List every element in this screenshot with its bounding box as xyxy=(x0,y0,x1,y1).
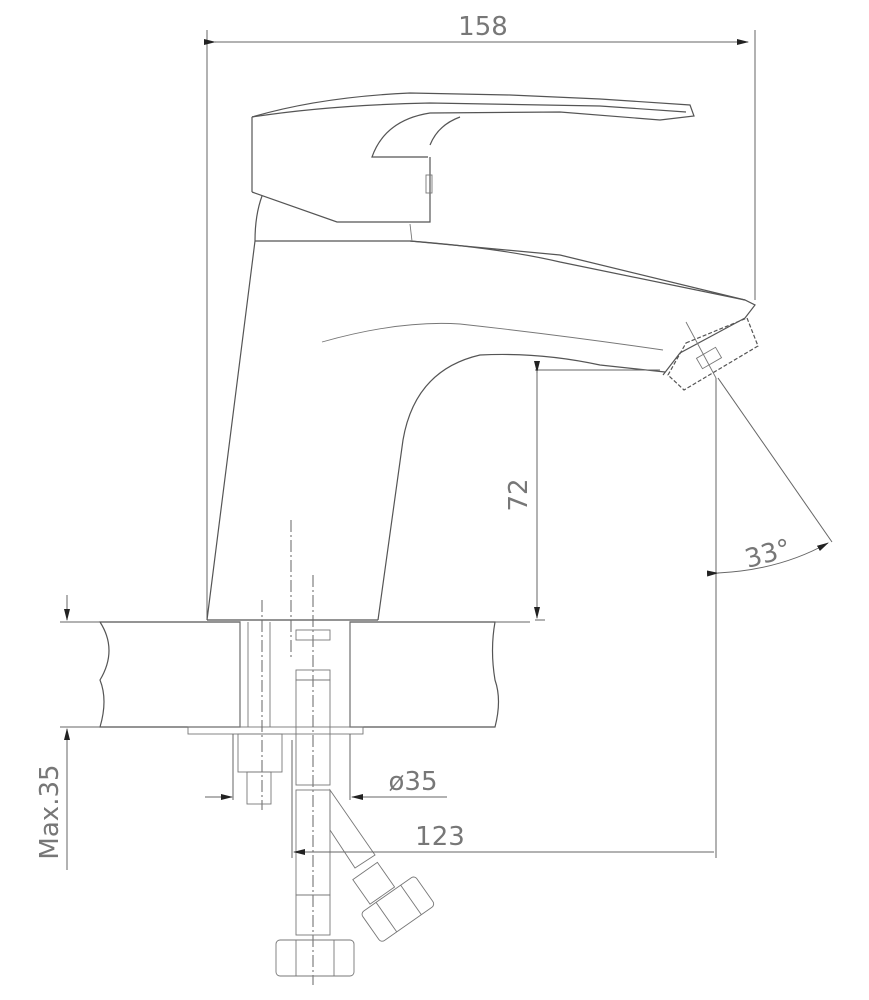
lever-handle xyxy=(251,92,695,223)
dimension-spout-angle xyxy=(706,377,833,858)
countertop-section xyxy=(60,621,530,735)
spout-reach-label: 123 xyxy=(415,822,465,852)
overall-width-label: 158 xyxy=(458,12,508,42)
aerator xyxy=(662,317,759,391)
supply-hoses xyxy=(275,520,435,985)
mixer-body xyxy=(206,195,756,621)
hole-diameter-label: ø35 xyxy=(389,767,438,797)
dimension-hole-diameter xyxy=(205,734,447,800)
dimension-spout-height xyxy=(534,361,660,621)
spout-angle-label: 33° xyxy=(742,534,794,575)
spout-height-label: 72 xyxy=(504,478,534,511)
max-thickness-label: Max.35 xyxy=(35,764,65,859)
dimension-spout-reach xyxy=(291,740,714,858)
mounting-stud xyxy=(237,600,283,810)
dimension-overall-width xyxy=(204,30,756,620)
